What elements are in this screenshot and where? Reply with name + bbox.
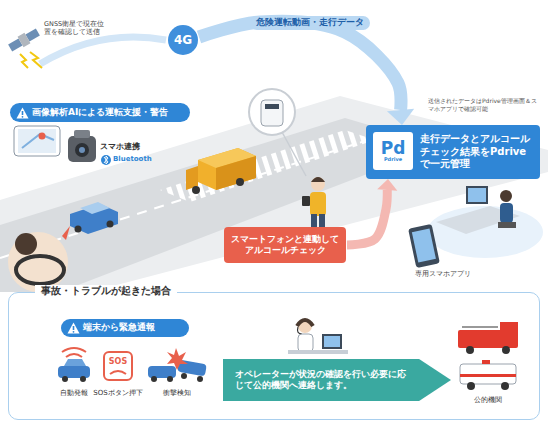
node-text: 端末から緊急通報 — [83, 322, 181, 333]
annotation-label: Bluetooth — [113, 155, 173, 164]
driver — [8, 226, 70, 292]
connector — [199, 21, 414, 125]
logo-box: PdPdrive — [373, 132, 413, 170]
warning-icon — [17, 107, 29, 118]
warning-icon — [22, 111, 24, 115]
warning-icon — [67, 322, 80, 334]
crash-icon — [148, 348, 207, 382]
warning-icon — [73, 326, 75, 330]
car — [70, 202, 118, 234]
annotation-label: GNSS衛星で現在位置を確認して送信 — [44, 20, 108, 36]
warning-icon — [22, 115, 24, 117]
arrowhead — [387, 109, 414, 125]
warning-pill: 画像解析AIによる運転支援・警告 — [10, 103, 190, 122]
alcohol-checker — [249, 89, 306, 176]
node-text: 画像解析AIによる運転支援・警告 — [32, 107, 182, 118]
node-text: オペレーターが状況の確認を行い必要に応じて公的機関へ連絡します。 — [235, 369, 411, 392]
sos-button-icon — [104, 352, 132, 380]
node-text: スマートフォンと連動してアルコールチェック — [230, 234, 340, 257]
connector-line — [347, 190, 387, 245]
warning-icon — [16, 107, 29, 119]
connector — [347, 179, 397, 245]
warning-icon — [73, 331, 75, 333]
fire-engine — [458, 322, 518, 354]
annotation-label: 衝撃検知 — [147, 389, 207, 398]
operator — [288, 319, 348, 354]
node-text: Pd — [381, 140, 406, 157]
node-text: 事故・トラブルが起きた場合 — [35, 285, 177, 298]
node-text: 4G — [174, 33, 192, 48]
node-text: 走行データとアルコールチェック結果をPdriveで一元管理 — [420, 133, 532, 171]
group-panel: 事故・トラブルが起きた場合端末から緊急通報オペレーターが状況の確認を行い必要に応… — [8, 292, 540, 420]
annotation-label: SOSボタン押下 — [84, 389, 152, 398]
warning-icon — [68, 323, 80, 334]
process-box: スマートフォンと連動してアルコールチェック — [224, 227, 346, 263]
annotation-label: スマホ連携 — [100, 142, 160, 152]
person — [302, 177, 326, 230]
auto-alert-icon — [58, 348, 90, 382]
phone-map — [14, 126, 60, 156]
annotation-label: SOS — [104, 357, 132, 367]
arrow-box: オペレーターが状況の確認を行い必要に応じて公的機関へ連絡します。 — [223, 359, 451, 401]
edge-label: 危険運転動画・走行データ — [250, 16, 370, 29]
annotation-label: 専用スマホアプリ — [408, 270, 478, 278]
network-badge: 4G — [168, 25, 198, 55]
truck — [186, 148, 256, 194]
road — [0, 96, 548, 292]
annotation-label: 送信されたデータはPdrive管理画面＆スマホアプリで確認可能 — [428, 97, 542, 112]
arrowhead — [377, 179, 397, 191]
connector-line — [199, 21, 401, 110]
process-box: 走行データとアルコールチェック結果をPdriveで一元管理PdPdrive — [366, 125, 540, 179]
smartphone-app — [408, 224, 440, 268]
warning-pill: 端末から緊急通報 — [61, 319, 189, 337]
annotation-label: 公的機関 — [458, 396, 518, 405]
arrow-shape — [223, 359, 451, 401]
ambulance — [460, 360, 516, 390]
office-operator — [427, 186, 543, 258]
node-subtext: Pdrive — [384, 157, 402, 163]
